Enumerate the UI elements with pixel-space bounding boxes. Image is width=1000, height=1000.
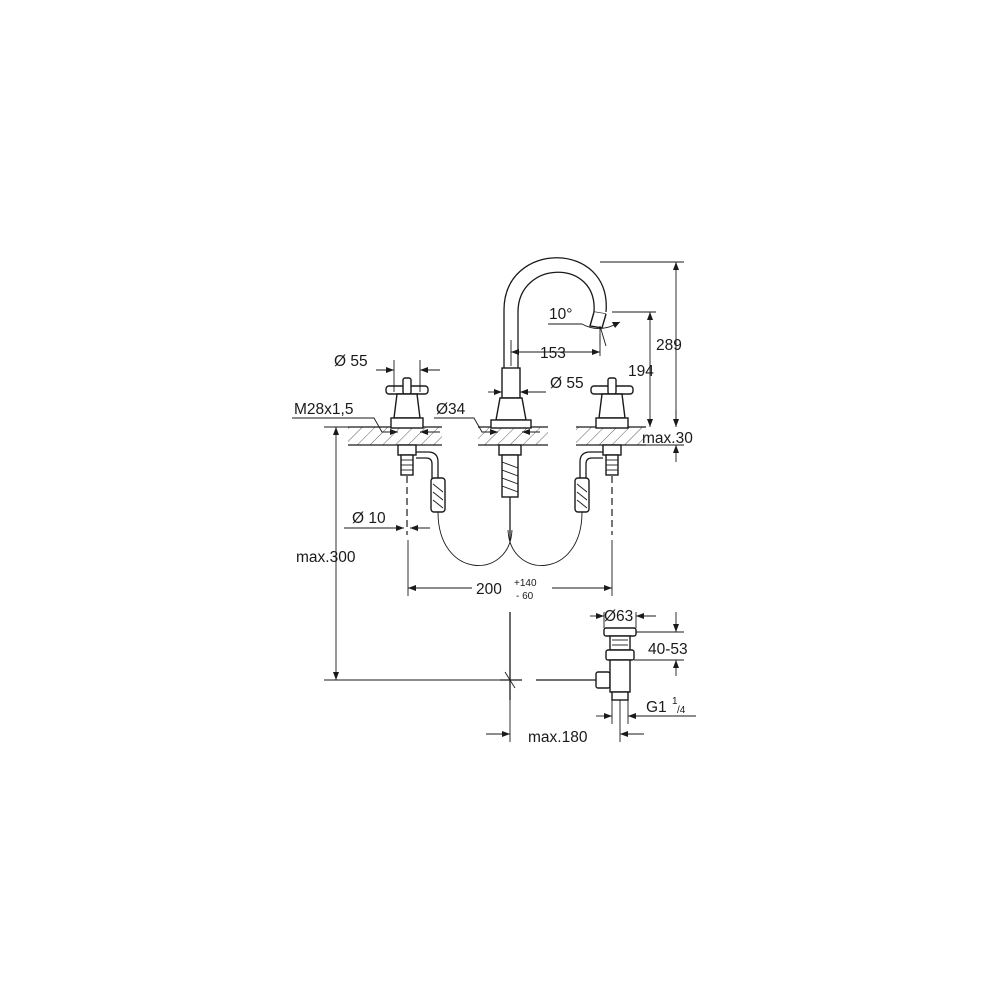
label-spread-200: 200 [476,581,502,598]
label-thread-g1: G1 [646,699,667,716]
label-m28-thread: M28x1,5 [294,401,353,418]
label-thread-frac-num: 1 [672,696,678,707]
label-tolerance-plus: +140 [514,578,537,589]
pop-up-waste [500,612,637,701]
label-angle-10: 10° [549,306,572,323]
label-dia-10: Ø 10 [352,510,386,527]
label-dia-34: Ø34 [436,401,466,418]
label-reach-153: 153 [540,345,566,362]
label-tolerance-minus: - 60 [516,591,534,602]
label-dia-55-center: Ø 55 [550,375,584,392]
label-dia-63: Ø63 [604,608,633,625]
left-cross-handle-valve [385,377,446,535]
label-max-300: max.300 [296,549,356,566]
label-max-180: max.180 [528,729,588,746]
center-spout [490,257,607,540]
label-dia-55-left: Ø 55 [334,353,368,370]
label-height-289: 289 [656,337,682,354]
countertop-section-center [478,426,548,446]
countertop-section-right [576,426,646,446]
label-height-194: 194 [628,363,654,380]
dimension-lines [292,261,696,742]
label-thread-frac-den: /4 [677,705,686,716]
label-range-40-53: 40-53 [648,641,688,658]
right-cross-handle-valve [574,377,634,535]
flexible-hoses [437,511,583,566]
label-max-30: max.30 [642,430,693,447]
